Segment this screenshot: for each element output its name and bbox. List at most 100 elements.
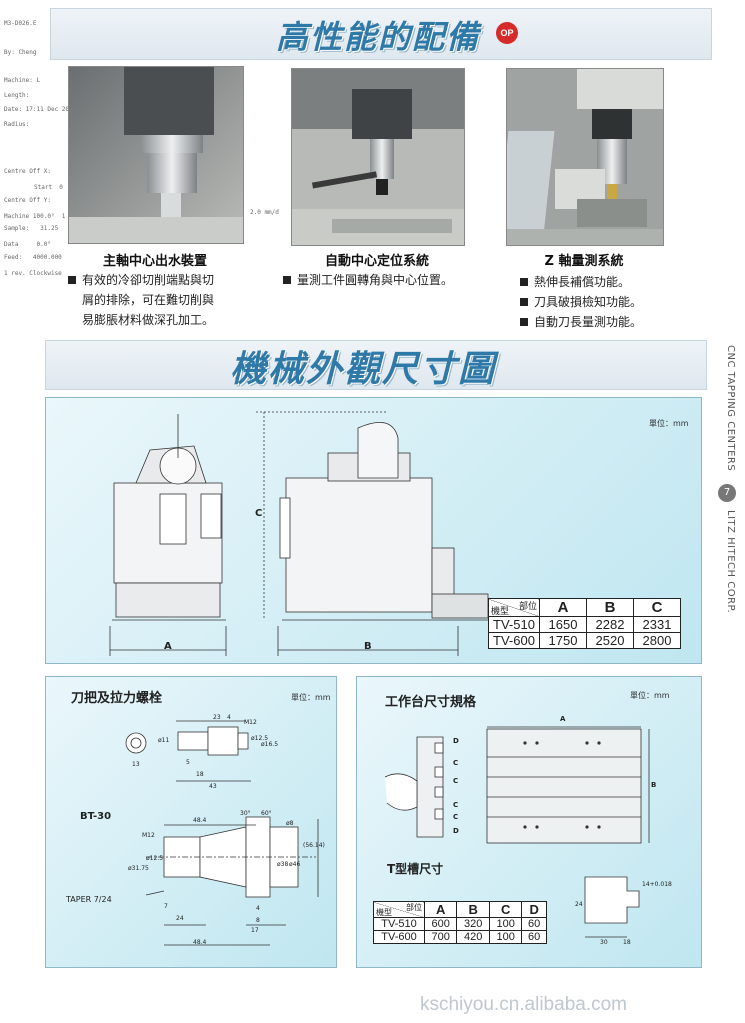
dim-label-a: A [164, 641, 172, 652]
value-cell: 320 [456, 917, 490, 931]
bullet-line: 熱伸長補償功能。 [534, 275, 631, 289]
feature-bullets-spindle: 有效的冷卻切削端點與切 屑的排除，可在難切削與 易膨脹材料做深孔加工。 [68, 270, 268, 330]
value-cell: 2800 [633, 632, 681, 649]
dim-text: 5 [186, 759, 190, 766]
dim-text: ø46 [289, 861, 301, 868]
dim-label-b: B [364, 641, 372, 652]
corner-top: 部位 [406, 903, 422, 912]
side-label: C [453, 813, 459, 821]
dim-text: 17 [251, 927, 259, 934]
sheet-line: Sample: 31.25 [4, 225, 59, 232]
sheet-line: Machine: L [4, 77, 41, 84]
side-label: D [453, 827, 459, 835]
value-cell: 700 [423, 930, 458, 944]
sheet-line: Centre Off X: [4, 168, 51, 175]
sheet-line: Length: [4, 92, 30, 99]
feature-caption-spindle: 主軸中心出水裝置 [102, 254, 207, 269]
bullet-line: 自動刀長量測功能。 [534, 315, 643, 329]
dim-text: 60° [261, 810, 272, 817]
value-cell: 60 [521, 930, 547, 944]
machine-drawing [109, 411, 492, 656]
value-cell: 1650 [539, 616, 587, 633]
dim-text: ø16.5 [261, 741, 279, 748]
bullet-item: 自動刀長量測功能。 [520, 312, 680, 332]
bullet-line: 易膨脹材料做深孔加工。 [82, 313, 215, 327]
feature-caption-z-axis: Z 軸量測系統 [544, 254, 624, 269]
col-header: A [539, 598, 587, 617]
z-axis-measure-photo [506, 68, 664, 246]
col-header: B [586, 598, 634, 617]
dim-text: 24 [176, 915, 184, 922]
sheet-line: 1 rev. Clockwise [4, 269, 62, 277]
machine-dimension-table: 部位 機型 A B C TV-510 1650 2282 2331 TV-600… [488, 598, 681, 649]
bullet-line: 屑的排除，可在難切削與 [82, 293, 215, 307]
dim-label-b: B [651, 781, 657, 789]
dim-text: 13 [132, 761, 140, 768]
sidebar-text-top: CNC TAPPING CENTERS [725, 345, 736, 472]
background-sheet-mid: Length: Radius: Centre Off X: Centre Off… [4, 72, 62, 272]
tool-holder-panel: 刀把及拉力螺栓 單位：mm BT-30 TAPER 7/24 [45, 676, 337, 968]
col-header: B [456, 901, 490, 918]
bullet-item: 有效的冷卻切削端點與切 屑的排除，可在難切削與 易膨脹材料做深孔加工。 [68, 270, 268, 330]
spindle-coolant-photo [68, 66, 244, 244]
feature-bullets-centering: 量測工件圓轉角與中心位置。 [283, 270, 493, 290]
dim-text: 48.4 [193, 817, 207, 824]
table-row: TV-600 700 420 100 60 [373, 930, 547, 944]
value-cell: 2331 [633, 616, 681, 633]
side-label: C [453, 801, 459, 809]
model-cell: TV-600 [373, 930, 425, 944]
dim-text: 18 [196, 771, 204, 778]
sheet-line: By: Cheng [4, 48, 37, 56]
value-cell: 600 [423, 917, 458, 931]
dim-text: 4 [227, 714, 231, 721]
sheet-line: Centre Off Y: [4, 196, 51, 204]
sheet-line: M3-D026.E [4, 20, 37, 27]
feature-bullets-z-axis: 熱伸長補償功能。 刀具破損檢知功能。 自動刀長量測功能。 [520, 272, 680, 332]
op-badge: OP [496, 22, 518, 44]
page-number-badge: 7 [718, 484, 736, 502]
value-cell: 100 [488, 917, 523, 931]
dim-text: 4 [256, 905, 260, 912]
dim-text: ø38 [277, 861, 289, 868]
section2-banner [45, 340, 707, 390]
tslot-dim: 24 [575, 901, 583, 908]
bullet-item: 刀具破損檢知功能。 [520, 292, 680, 312]
dim-text: 8 [256, 917, 260, 924]
sheet-line: Feed: 4000.000 [4, 253, 62, 261]
value-cell: 100 [488, 930, 523, 944]
dim-text: M12 [244, 719, 257, 726]
bullet-item: 量測工件圓轉角與中心位置。 [283, 270, 493, 290]
model-cell: TV-600 [488, 632, 540, 649]
bt30-label: BT-30 [80, 811, 112, 822]
sheet-line: Radius: [4, 120, 30, 128]
sheet-line: Data 0.0° [4, 241, 51, 248]
worktable-dimension-table: 部位 機型 A B C D TV-510 600 320 100 60 TV-6… [373, 901, 547, 944]
section1-banner [50, 8, 712, 60]
dim-text: 30° [240, 810, 251, 817]
sheet-line: Start 0 [34, 184, 63, 191]
bullet-line: 刀具破損檢知功能。 [534, 295, 643, 309]
unit-label: 單位：mm [291, 693, 331, 702]
worktable-drawing [384, 726, 650, 938]
dim-text: (56.14) [303, 842, 325, 849]
side-label: C [453, 759, 459, 767]
section1-title: 高性能的配備 [276, 18, 481, 56]
dim-label-a: A [560, 715, 566, 723]
dim-text: 7 [164, 903, 168, 910]
value-cell: 420 [456, 930, 490, 944]
dim-text: 48.4 [193, 939, 207, 946]
side-label: C [453, 777, 459, 785]
dim-text: 23 [213, 714, 221, 721]
watermark-text: kschiyou.cn.alibaba.com [420, 994, 627, 1015]
value-cell: 1750 [539, 632, 587, 649]
corner-top: 部位 [518, 601, 537, 611]
value-cell: 2520 [586, 632, 634, 649]
section2-title: 機械外觀尺寸圖 [230, 348, 497, 390]
dim-text: ø12.5 [251, 735, 269, 742]
bullet-line: 量測工件圓轉角與中心位置。 [297, 273, 454, 287]
table-row: TV-510 1650 2282 2331 [488, 616, 681, 633]
table-corner-cell: 部位 機型 [488, 598, 540, 617]
tool-holder-drawing [125, 720, 319, 946]
col-header: D [521, 901, 547, 918]
taper-label: TAPER 7/24 [66, 895, 112, 904]
